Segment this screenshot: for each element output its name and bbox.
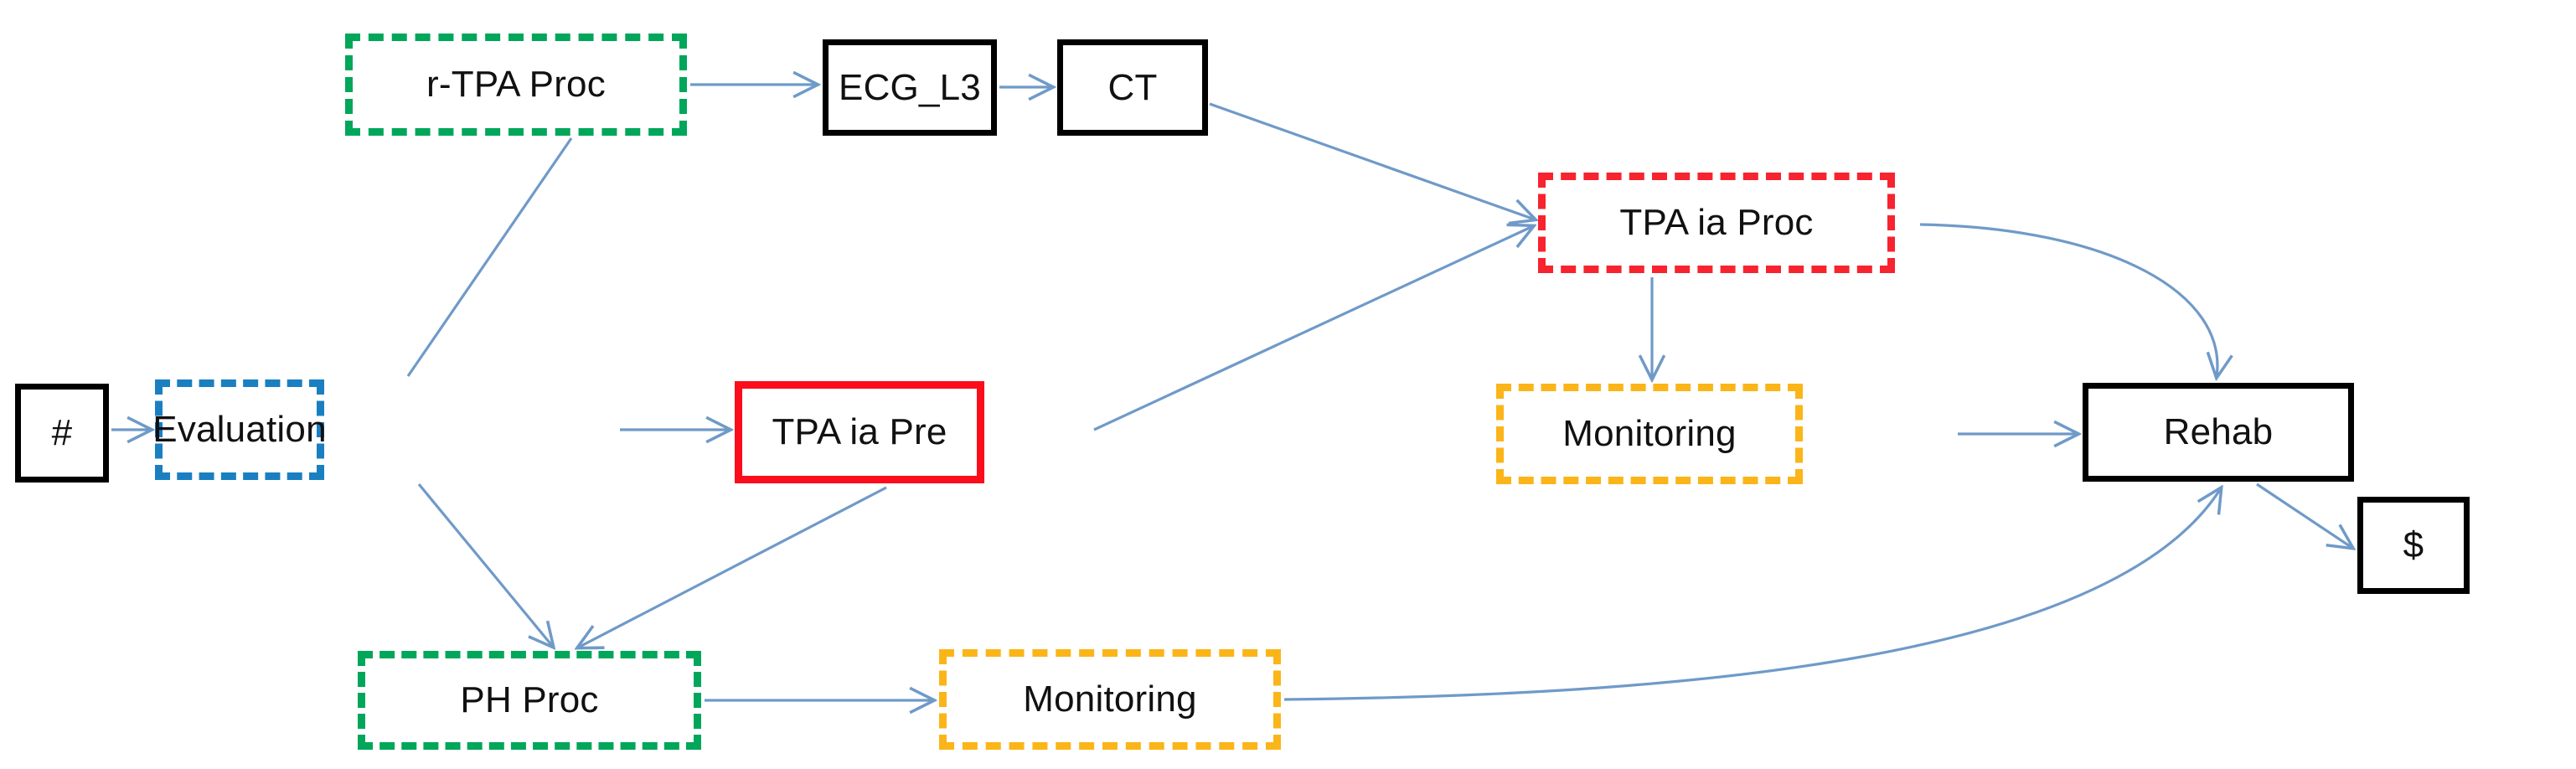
node-label-tpa-ia-proc: TPA ia Proc bbox=[1619, 202, 1814, 243]
node-label-rehab: Rehab bbox=[2163, 411, 2274, 452]
node-rehab[interactable]: Rehab bbox=[2083, 383, 2354, 482]
node-ph-proc[interactable]: PH Proc bbox=[358, 651, 701, 750]
edge-rehab-to-dollar bbox=[2256, 483, 2352, 548]
node-ecg-l3[interactable]: ECG_L3 bbox=[823, 39, 997, 136]
node-monitoring-bottom[interactable]: Monitoring bbox=[939, 649, 1281, 750]
node-label-monitoring-top: Monitoring bbox=[1562, 413, 1737, 454]
node-label-tpa-ia-pre: TPA ia Pre bbox=[772, 411, 947, 452]
node-evaluation[interactable]: Evaluation bbox=[152, 379, 327, 480]
node-label-ct: CT bbox=[1107, 66, 1158, 108]
node-label-dollar: $ bbox=[2403, 524, 2424, 565]
node-label-ph-proc: PH Proc bbox=[460, 679, 599, 720]
node-ct[interactable]: CT bbox=[1057, 39, 1208, 136]
node-label-r-tpa-proc: r-TPA Proc bbox=[426, 64, 606, 105]
node-r-tpa-proc[interactable]: r-TPA Proc bbox=[345, 34, 687, 136]
edge-evaluation-to-r-tpa-proc bbox=[406, 137, 573, 377]
edge-monitoring-bottom-to-rehab bbox=[1283, 488, 2221, 701]
node-monitoring-top[interactable]: Monitoring bbox=[1496, 384, 1803, 484]
node-tpa-ia-proc[interactable]: TPA ia Proc bbox=[1538, 173, 1895, 273]
node-label-evaluation: Evaluation bbox=[152, 409, 327, 450]
edge-evaluation-to-ph-proc bbox=[417, 483, 553, 647]
node-hash[interactable]: # bbox=[15, 384, 109, 483]
edge-ct-to-tpa-ia-proc bbox=[1209, 102, 1535, 219]
edge-tpa-ia-pre-to-ph-proc bbox=[578, 486, 887, 648]
node-label-hash: # bbox=[51, 412, 73, 453]
node-tpa-ia-pre[interactable]: TPA ia Pre bbox=[735, 381, 984, 483]
edge-tpa-ia-proc-to-rehab bbox=[1919, 223, 2217, 377]
node-label-ecg-l3: ECG_L3 bbox=[839, 66, 981, 108]
node-dollar[interactable]: $ bbox=[2357, 497, 2470, 594]
edge-tpa-ia-pre-to-tpa-ia-proc bbox=[1093, 226, 1533, 431]
node-label-monitoring-bottom: Monitoring bbox=[1023, 679, 1197, 720]
